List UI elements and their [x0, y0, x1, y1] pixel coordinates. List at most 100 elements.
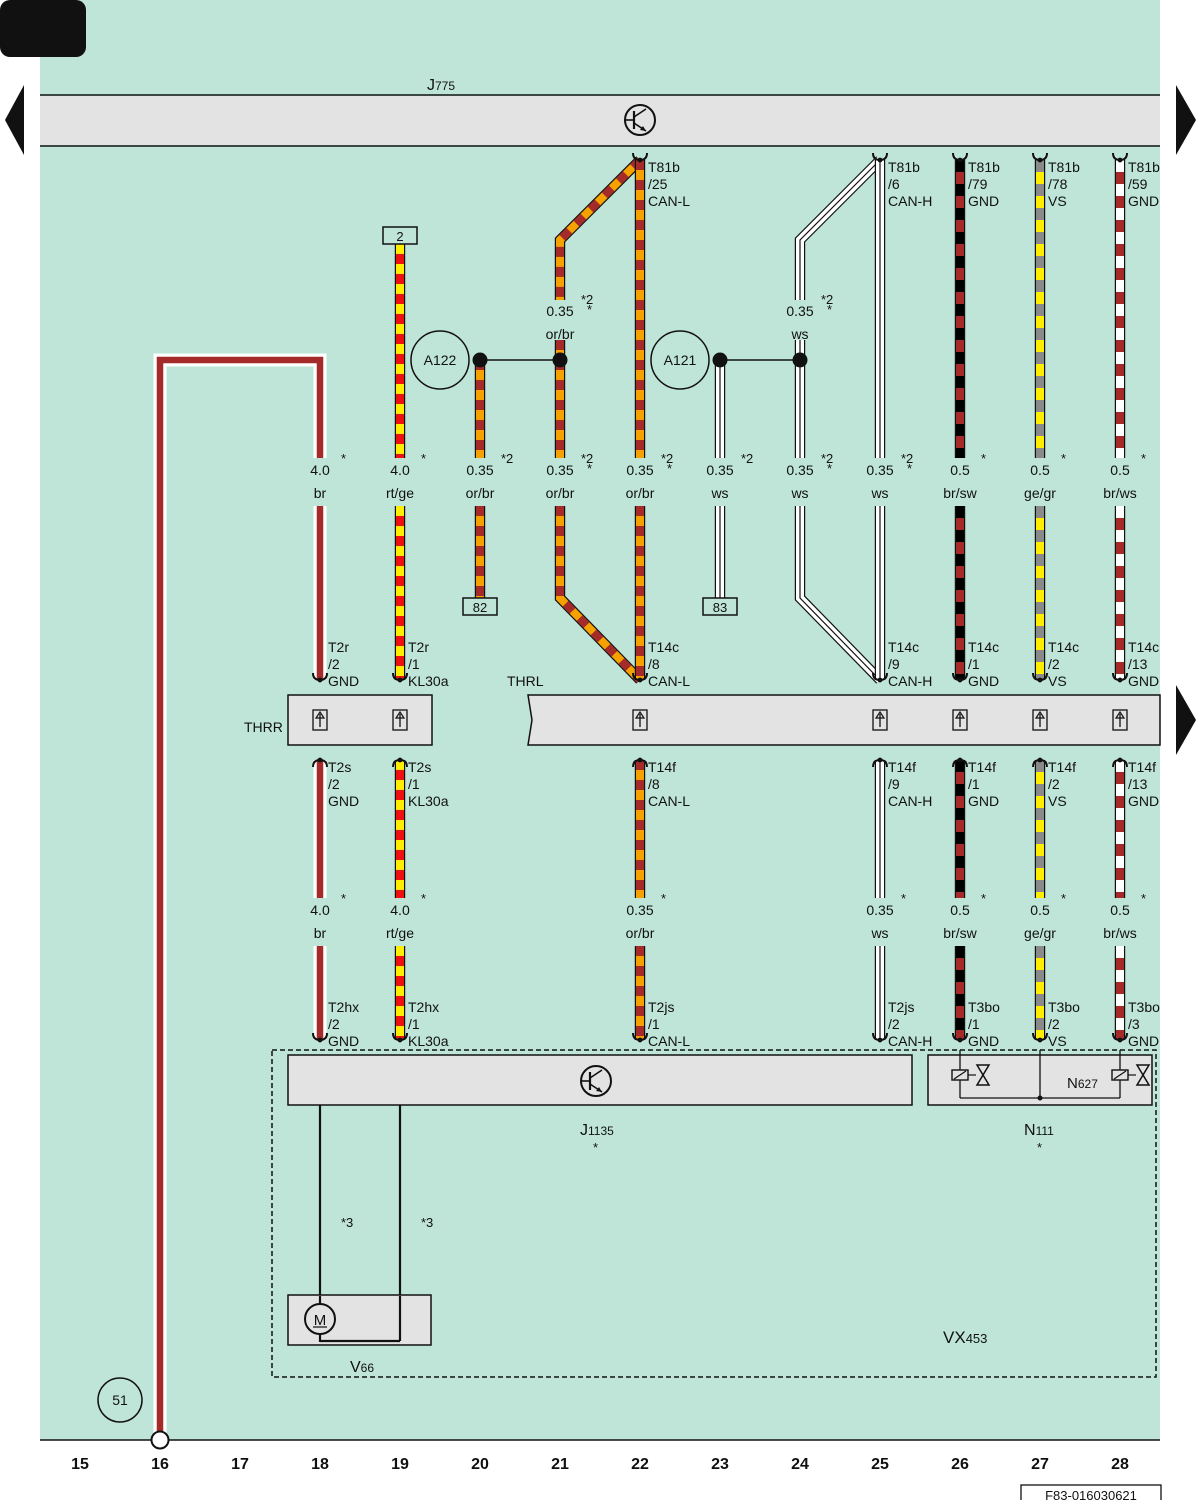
- top-pin-2-l2: /79: [968, 176, 988, 192]
- thr-top-pin-2-l1: T14c: [648, 639, 679, 655]
- wire-label-branch-ws-size: 0.35: [786, 303, 813, 319]
- connector-pin-icon-2: [632, 709, 648, 731]
- thr-top-pin-5-l1: T14c: [1048, 639, 1079, 655]
- pin-cup-top-2: [952, 152, 968, 163]
- wire-label-upper-8-color: br/sw: [943, 485, 977, 501]
- wire-label-upper-4-note: *2: [661, 451, 673, 466]
- wire-label-lower-1-color: rt/ge: [386, 925, 414, 941]
- wire-label-lower-2-color: or/br: [626, 925, 655, 941]
- bottom-pin-0-l2: /2: [328, 1016, 340, 1032]
- bottom-pin-4-l2: /1: [968, 1016, 980, 1032]
- splice-a122: [410, 330, 568, 390]
- bottom-pin-4-l3: GND: [968, 1033, 999, 1049]
- wire-label-lower-3-size: 0.35: [866, 902, 893, 918]
- top-pin-0-l1: T81b: [648, 159, 680, 175]
- thr-top-cup-3: [872, 672, 888, 683]
- column-number-23: 23: [711, 1456, 729, 1473]
- thr-top-cup-6: [1112, 672, 1128, 683]
- bottom-pin-1-l3: KL30a: [408, 1033, 449, 1049]
- top-pin-3-l1: T81b: [1048, 159, 1080, 175]
- wire-label-upper-9-size: 0.5: [1030, 462, 1050, 478]
- column-number-24: 24: [791, 1456, 809, 1473]
- bottom-cup-1: [392, 1032, 408, 1043]
- wire-label-lower-5-note: *: [1061, 891, 1066, 906]
- column-number-26: 26: [951, 1456, 969, 1473]
- thr-top-pin-6-l2: /13: [1128, 656, 1148, 672]
- wire-label-branch-or-br-color: or/br: [546, 326, 575, 342]
- top-pin-1-l2: /6: [888, 176, 900, 192]
- pin-cup-top-1: [872, 152, 888, 163]
- bottom-pin-5-l3: VS: [1048, 1033, 1067, 1049]
- thr-bottom-pin-5-l1: T14f: [1048, 759, 1076, 775]
- wire-label-upper-3-size: 0.35: [546, 462, 573, 478]
- bottom-pin-5-l1: T3bo: [1048, 999, 1080, 1015]
- thr-top-pin-0-l3: GND: [328, 673, 359, 689]
- wire-main-supply-br: [153, 353, 327, 1440]
- column-number-27: 27: [1031, 1456, 1049, 1473]
- thr-top-pin-1-l2: /1: [408, 656, 420, 672]
- motor-wire-note-2: *3: [421, 1215, 433, 1230]
- continue-right-arrow-icon[interactable]: [1176, 685, 1196, 755]
- wire-label-upper-5-note: *2: [741, 451, 753, 466]
- thr-bottom-pin-3-l3: CAN-H: [888, 793, 932, 809]
- a121-label: A121: [664, 352, 697, 368]
- wire-label-upper-4-color: or/br: [626, 485, 655, 501]
- pin-cup-top-4: [1112, 152, 1128, 163]
- wire-label-lower-0-size: 4.0: [310, 902, 330, 918]
- top-pin-2-l3: GND: [968, 193, 999, 209]
- thr-top-pin-5-l3: VS: [1048, 673, 1067, 689]
- bottom-pin-1-l2: /1: [408, 1016, 420, 1032]
- j1135-label: J1135: [580, 1122, 614, 1139]
- vx453-boundary: [271, 1049, 1157, 1378]
- bottom-pin-1-l1: T2hx: [408, 999, 439, 1015]
- wire-ws-branch-top: [794, 156, 884, 300]
- wire-ws-branch-bottom: [794, 506, 884, 684]
- wire-label-upper-3-color: or/br: [546, 485, 575, 501]
- wire-label-upper-6-note2: *: [827, 461, 832, 476]
- j775-control-unit[interactable]: [40, 94, 1160, 147]
- ground-point-51-label: 51: [112, 1392, 128, 1408]
- ref-box-2[interactable]: [382, 226, 418, 245]
- top-pin-1-l3: CAN-H: [888, 193, 932, 209]
- thrl-connector[interactable]: [527, 694, 1161, 746]
- connector-pin-icon-3: [872, 709, 888, 731]
- bottom-pin-2-l2: /1: [648, 1016, 660, 1032]
- prev-page-arrow-icon[interactable]: [5, 85, 24, 155]
- wire-label-upper-5-color: ws: [710, 485, 728, 501]
- thr-bottom-pin-3-l2: /9: [888, 776, 900, 792]
- thr-bottom-pin-1-l2: /1: [408, 776, 420, 792]
- thrr-connector[interactable]: [287, 694, 433, 746]
- next-page-arrow-icon[interactable]: [1176, 85, 1196, 155]
- thr-top-pin-6-l1: T14c: [1128, 639, 1159, 655]
- wire-label-lower-6-note: *: [1141, 891, 1146, 906]
- thr-top-pin-2-l3: CAN-L: [648, 673, 690, 689]
- bottom-pin-2-l3: CAN-L: [648, 1033, 690, 1049]
- top-pin-0-l3: CAN-L: [648, 193, 690, 209]
- thr-top-pin-0-l2: /2: [328, 656, 340, 672]
- wire-label-lower-0-color: br: [314, 925, 327, 941]
- ref-box-82[interactable]: [462, 597, 498, 616]
- column-number-20: 20: [471, 1456, 489, 1473]
- wire-label-lower-3-color: ws: [870, 925, 888, 941]
- wire-or-br-branch-bottom: [554, 506, 644, 684]
- thr-bottom-cup-1: [392, 757, 408, 768]
- wire-label-upper-2-size: 0.35: [466, 462, 493, 478]
- bottom-cup-5: [1032, 1032, 1048, 1043]
- solenoid-valve-n627-icon: [1111, 1064, 1151, 1086]
- n111-junction: [1037, 1095, 1043, 1101]
- column-number-22: 22: [631, 1456, 649, 1473]
- j1135-note: *: [593, 1140, 598, 1155]
- wire-label-upper-7-size: 0.35: [866, 462, 893, 478]
- wire-label-upper-2-color: or/br: [466, 485, 495, 501]
- wire-label-upper-2-note: *2: [501, 451, 513, 466]
- top-pin-1-l1: T81b: [888, 159, 920, 175]
- wire-label-upper-10-note: *: [1141, 451, 1146, 466]
- ref-box-83[interactable]: [702, 597, 738, 616]
- bottom-cup-0: [312, 1032, 328, 1043]
- ref-box-83-text: 83: [713, 600, 727, 615]
- wires-layer: [153, 156, 1126, 1440]
- thr-top-pin-2-l2: /8: [648, 656, 660, 672]
- thr-bottom-pin-5-l2: /2: [1048, 776, 1060, 792]
- wire-label-lower-4-color: br/sw: [943, 925, 977, 941]
